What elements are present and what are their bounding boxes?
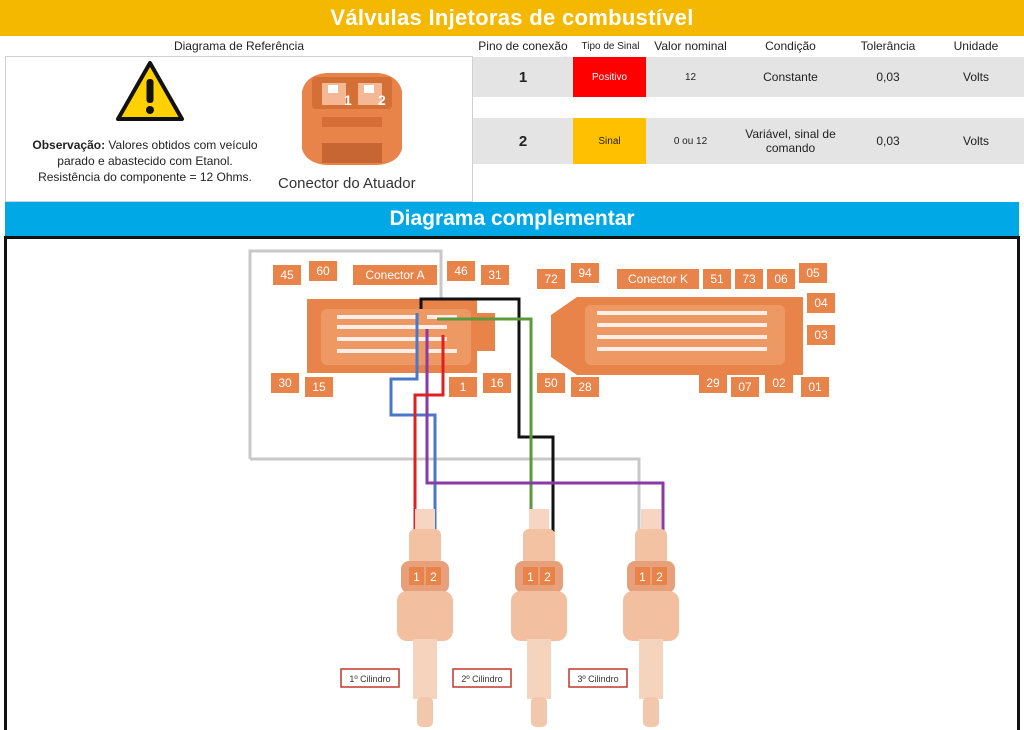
observation-text: Valores obtidos com veículo parado e aba… (57, 138, 258, 168)
cylinder-labels: 1º Cilindro 2º Cilindro 3º Cilindro (340, 668, 628, 688)
col-nominal: Valor nominal (654, 39, 727, 53)
red-wire (413, 335, 445, 569)
table-row: 2 Sinal 0 ou 12 Variável, sinal de coman… (473, 118, 1024, 164)
pin-label: 04 (814, 296, 828, 310)
pin-label: 30 (278, 376, 292, 390)
pin-label: 28 (578, 380, 592, 394)
pin-label: 72 (544, 272, 558, 286)
injector-3: 1 2 (623, 509, 679, 727)
actuator-connector-icon (302, 73, 402, 165)
table-header: Diagrama de Referência Pino de conexão T… (0, 36, 1024, 56)
pin-label: 94 (578, 266, 592, 280)
gray-wire (250, 457, 641, 569)
cylinder-label: 3º Cilindro (577, 674, 618, 684)
pin-label: 02 (772, 376, 786, 390)
table-row: 1 Positivo 12 Constante 0,03 Volts (473, 57, 1024, 97)
condition-cell: Constante (763, 70, 818, 84)
col-pin: Pino de conexão (478, 39, 568, 53)
condition-cell: Variável, sinal de comando (745, 127, 836, 155)
green-wire (437, 317, 533, 569)
pin-label: 1 (460, 380, 467, 394)
reference-graphics: 1 2 (116, 61, 402, 165)
injector-pin-label: 1 (413, 570, 420, 584)
pin-label: 73 (742, 272, 756, 286)
signal-type-cell: Positivo (573, 57, 646, 97)
tolerance-cell: 0,03 (876, 134, 900, 148)
cylinder-label: 2º Cilindro (461, 674, 502, 684)
connector-k-body (551, 297, 803, 375)
connector-caption: Conector do Atuador (278, 175, 416, 192)
col-tolerance: Tolerância (860, 39, 916, 53)
cylinder-label: 1º Cilindro (349, 674, 390, 684)
black-wire (419, 297, 555, 569)
pin-label: 07 (738, 380, 752, 394)
values-table: 1 Positivo 12 Constante 0,03 Volts 2 Sin… (473, 56, 1024, 202)
pin-label: 46 (454, 264, 468, 278)
connector-a-body (307, 299, 495, 373)
observation-label: Observação: (32, 138, 106, 152)
tolerance-cell: 0,03 (876, 70, 900, 84)
resistance-note: Resistência do componente = 12 Ohms. (38, 170, 252, 184)
pin-label: 51 (710, 272, 724, 286)
pin-cell: 1 (518, 68, 528, 86)
gray-wire (248, 249, 443, 459)
col-unit: Unidade (953, 39, 999, 53)
blue-wire (389, 313, 437, 569)
pin-label: 01 (808, 380, 822, 394)
injector-pin-label: 2 (430, 570, 437, 584)
pin-label: 05 (806, 266, 820, 280)
injector-2: 1 2 (511, 509, 567, 727)
pin-label: 15 (312, 380, 326, 394)
connector-pin-1-label: 1 (344, 92, 352, 108)
wiring-svg: 45 60 Conector A 46 31 30 15 1 16 (248, 249, 835, 727)
injector-1: 1 2 (397, 509, 453, 727)
reference-panel: 1 2 Observação: Valores obtidos com veíc… (5, 56, 473, 202)
pin-label: 50 (544, 376, 558, 390)
connector-a-labels: 45 60 Conector A 46 31 30 15 1 16 (271, 261, 511, 397)
pin-label: 06 (774, 272, 788, 286)
nominal-cell: 12 (684, 71, 697, 83)
pin-label: 03 (814, 328, 828, 342)
pin-label: 45 (280, 268, 294, 282)
unit-cell: Volts (962, 70, 989, 84)
nominal-cell: 0 ou 12 (673, 135, 708, 147)
connector-k-labels: 72 94 Conector K 51 73 06 05 04 03 50 (537, 263, 835, 397)
connector-a-name: Conector A (365, 268, 424, 282)
pin-label: 16 (490, 376, 504, 390)
injector-pin-label: 1 (527, 570, 534, 584)
injector-pin-label: 2 (656, 570, 663, 584)
page-title: Válvulas Injetoras de combustível (0, 0, 1024, 36)
wiring-diagram: 45 60 Conector A 46 31 30 15 1 16 (4, 236, 1020, 730)
signal-type-cell: Sinal (573, 118, 646, 164)
connector-k-name: Conector K (628, 272, 688, 286)
connector-pin-2-label: 2 (378, 92, 386, 108)
col-ref: Diagrama de Referência (173, 39, 305, 53)
complementary-title: Diagrama complementar (5, 202, 1019, 236)
pin-label: 29 (706, 376, 720, 390)
injector-pin-label: 2 (544, 570, 551, 584)
col-condition: Condição (765, 39, 816, 53)
observation-note: Observação: Valores obtidos com veículo … (20, 137, 270, 185)
col-type: Tipo de Sinal (581, 41, 640, 52)
warning-icon (116, 61, 184, 121)
unit-cell: Volts (962, 134, 989, 148)
pin-cell: 2 (518, 132, 528, 150)
pin-label: 31 (488, 268, 502, 282)
pin-label: 60 (316, 264, 330, 278)
purple-wire (425, 329, 665, 569)
injector-pin-label: 1 (639, 570, 646, 584)
